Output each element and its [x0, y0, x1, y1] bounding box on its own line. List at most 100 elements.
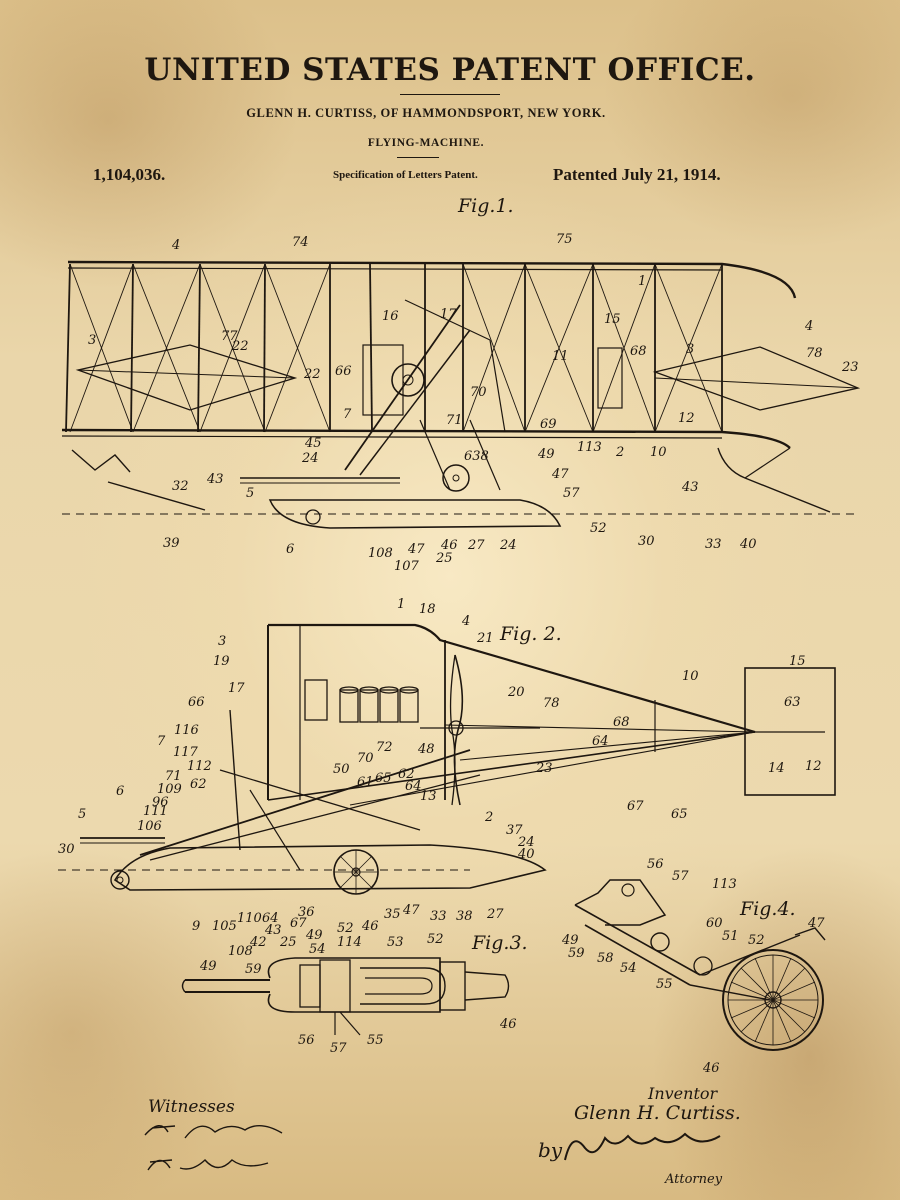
fig1-label: 39: [163, 536, 180, 551]
fig2-label: 33: [430, 909, 447, 924]
fig1-label: 47: [407, 542, 425, 557]
fig1-label: 4: [171, 238, 180, 253]
fig2-label: 23: [535, 761, 553, 776]
fig2-label: 2: [484, 810, 493, 825]
fig2-label: 117: [173, 745, 199, 760]
fig1-label: 46: [440, 538, 458, 553]
fig2-label: 116: [174, 723, 199, 738]
fig1-label: 638: [464, 449, 489, 464]
fig1-label: 11: [552, 349, 569, 364]
fig4-label: 60: [706, 916, 723, 931]
fig2-label: 63: [784, 695, 801, 710]
fig1-label: 17: [440, 307, 457, 322]
fig2-label: 71: [165, 769, 182, 784]
fig3-title: Fig.3.: [471, 932, 528, 954]
fig3-label: 56: [298, 1033, 315, 1048]
fig2-label: 5: [78, 807, 86, 822]
fig2-drawing: Fig. 2.: [58, 623, 836, 895]
fig1-label: 15: [604, 312, 621, 327]
fig1-label: 69: [540, 417, 557, 432]
inventor-line: GLENN H. CURTISS, OF HAMMONDSPORT, NEW Y…: [246, 106, 606, 120]
patent-date: Patented July 21, 1914.: [553, 165, 721, 184]
fig2-label: 27: [486, 907, 504, 922]
fig1-label: 33: [705, 537, 722, 552]
fig1-label: 3: [88, 333, 96, 348]
inventor-name: Glenn H. Curtiss.: [574, 1102, 741, 1124]
witness-signature-1: [144, 1125, 283, 1139]
fig3-label: 49: [199, 959, 217, 974]
fig2-label: 52: [337, 921, 354, 936]
fig2-label: 30: [58, 842, 75, 857]
fig2-label: 20: [507, 685, 525, 700]
fig2-label: 49: [305, 928, 323, 943]
fig2-title: Fig. 2.: [499, 623, 562, 645]
fig1-label: 16: [382, 309, 399, 324]
fig2-label: 40: [517, 847, 535, 862]
fig2-label: 6: [116, 784, 124, 799]
fig1-label: 1: [638, 274, 646, 289]
fig1-label: 22: [231, 339, 249, 354]
fig2-label: 64: [262, 911, 279, 926]
fig2-label: 54: [309, 942, 326, 957]
attorney-signature: [564, 1132, 721, 1161]
fig2-label: 65: [671, 807, 688, 822]
fig1-label: 77: [221, 329, 238, 344]
fig2-label: 19: [213, 654, 230, 669]
fig4-label: 54: [620, 961, 637, 976]
fig1-label: 45: [304, 436, 322, 451]
fig2-label: 46: [361, 919, 379, 934]
inventor-label: Inventor: [648, 1084, 718, 1103]
fig2-label: 70: [357, 751, 374, 766]
invention-title: FLYING-MACHINE.: [367, 137, 485, 149]
fig4-label: 58: [597, 951, 614, 966]
fig2-label: 50: [333, 762, 350, 777]
fig1-drawing: Fig.1.: [61, 195, 861, 529]
fig2-label: 38: [456, 909, 473, 924]
fig1-label: 57: [563, 486, 580, 501]
fig1-label: 3: [686, 342, 694, 357]
fig4-label: 46: [702, 1061, 720, 1076]
fig3-label: 59: [245, 962, 262, 977]
fig2-label: 112: [187, 759, 212, 774]
fig2-label: 67: [627, 799, 644, 814]
fig1-label: 10: [650, 445, 667, 460]
fig1-title: Fig.1.: [457, 195, 514, 217]
fig2-label: 10: [682, 669, 699, 684]
fig2-label: 64: [405, 779, 422, 794]
witnesses-label: Witnesses: [148, 1097, 235, 1117]
fig3-label: 57: [330, 1041, 347, 1056]
fig1-label: 52: [590, 521, 607, 536]
fig2-label: 21: [476, 631, 494, 646]
patent-number: 1,104,036.: [93, 165, 166, 184]
by-label: by: [538, 1138, 563, 1162]
fig4-labels: 56 57 113 60 51 52 47 49 59 58 54 55 46: [561, 857, 825, 1076]
witness-signature-2: [147, 1158, 269, 1171]
signature-marks: [144, 1125, 721, 1171]
fig1-label: 30: [638, 534, 655, 549]
fig4-title: Fig.4.: [739, 898, 796, 920]
fig3-drawing: Fig.3.: [181, 932, 528, 1036]
fig2-label: 64: [592, 734, 609, 749]
fig2-label: 14: [768, 761, 785, 776]
fig3-label: 55: [367, 1033, 384, 1048]
fig2-label: 62: [190, 777, 207, 792]
fig2-label: 12: [805, 759, 822, 774]
fig4-label: 52: [748, 933, 765, 948]
fig1-label: 113: [577, 440, 602, 455]
fig1-label: 66: [335, 364, 352, 379]
fig1-labels: 74 75 4 1 3 77 22 22 16 17 15 66 68 3 4 …: [88, 232, 859, 574]
fig1-label: 49: [537, 447, 555, 462]
fig1-label: 24: [301, 451, 319, 466]
fig1-label: 78: [806, 346, 823, 361]
fig2-label: 65: [375, 771, 392, 786]
fig3-label: 46: [499, 1017, 517, 1032]
fig1-label: 68: [630, 344, 647, 359]
fig2-label: 72: [376, 740, 393, 755]
fig2-label: 109: [157, 782, 182, 797]
fig4-label: 56: [647, 857, 664, 872]
fig2-label: 4: [461, 614, 470, 629]
fig2-label: 37: [506, 823, 523, 838]
fig2-label: 43: [264, 923, 282, 938]
fig1-label: 43: [206, 472, 224, 487]
fig2-label: 96: [152, 795, 169, 810]
